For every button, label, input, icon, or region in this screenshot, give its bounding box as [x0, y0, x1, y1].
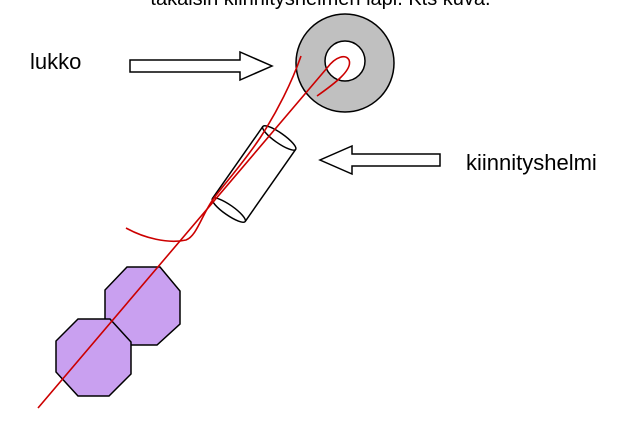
- label-crimp-bead: kiinnityshelmi: [466, 150, 597, 175]
- clasp-ring-hole: [324, 40, 366, 82]
- diagram-caption: takaisin kiinnityshelmen läpi. Kts kuva.: [0, 0, 641, 11]
- arrow-to-clasp: [129, 50, 274, 82]
- purple-bead-2: [55, 318, 132, 397]
- label-clasp: lukko: [30, 49, 82, 74]
- thread-main: [37, 55, 351, 409]
- thread-tail: [125, 55, 302, 243]
- crimp-bead: [211, 125, 297, 223]
- purple-bead-1: [104, 266, 181, 346]
- arrow-to-crimp-bead: [318, 144, 441, 176]
